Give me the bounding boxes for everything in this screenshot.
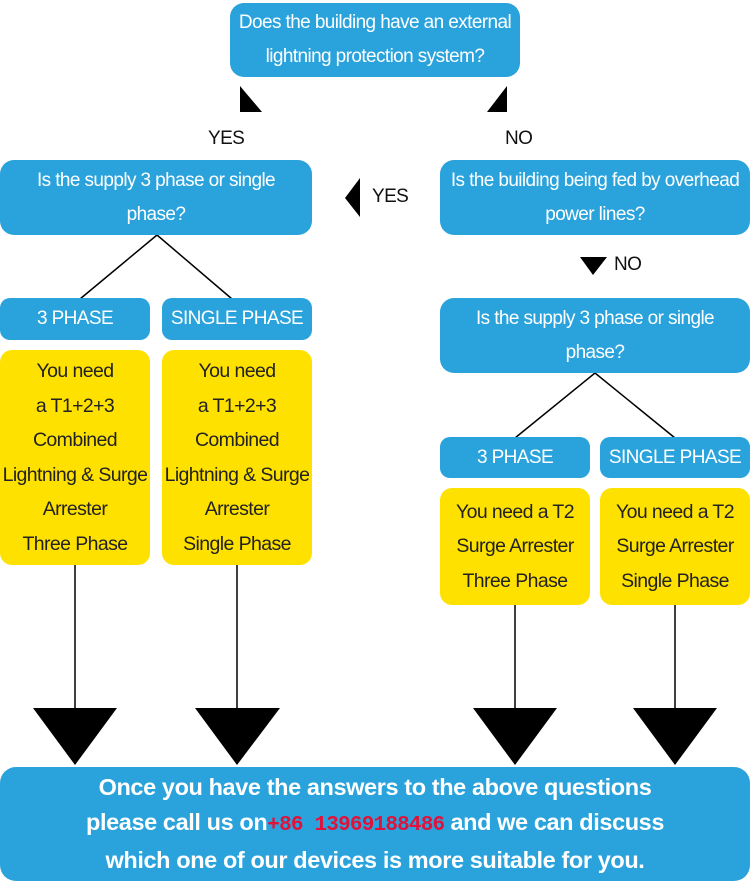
- arrow-no-icon: [487, 86, 507, 112]
- footer-line-1: Once you have the answers to the above q…: [98, 774, 652, 800]
- label-no-overhead: NO: [614, 254, 642, 275]
- option-3-phase-left: 3 PHASE: [0, 298, 150, 340]
- option-single-phase-right: SINGLE PHASE: [600, 437, 750, 478]
- arrow-left-icon: [345, 178, 360, 217]
- branch-line: [594, 372, 676, 439]
- branch-line: [79, 234, 158, 300]
- footer-line-2-pre: please call us on: [86, 809, 268, 835]
- footer-line-2-post: and we can discuss: [444, 809, 664, 835]
- branch-line: [156, 234, 233, 300]
- question-supply-phase-left: Is the supply 3 phase or single phase?: [0, 160, 312, 235]
- label-no: NO: [505, 128, 533, 149]
- question-overhead-power-lines: Is the building being fed by overhead po…: [440, 160, 750, 235]
- big-arrow-down-icon: [473, 708, 557, 765]
- arrow-down-icon: [580, 257, 607, 275]
- option-single-phase-left: SINGLE PHASE: [162, 298, 312, 340]
- option-3-phase-right: 3 PHASE: [440, 437, 590, 478]
- label-yes-overhead: YES: [372, 186, 409, 207]
- answer-t2-single-phase: You need a T2 Surge Arrester Single Phas…: [600, 488, 750, 605]
- footer-call-to-action: Once you have the answers to the above q…: [0, 767, 750, 881]
- big-arrow-down-icon: [195, 708, 280, 765]
- footer-line-2: please call us on+86 13969188486 and we …: [86, 805, 664, 843]
- branch-line: [514, 372, 596, 439]
- phone-number[interactable]: +86 13969188486: [267, 814, 445, 837]
- label-yes: YES: [208, 128, 245, 149]
- question-external-lightning-protection: Does the building have an external light…: [230, 3, 520, 77]
- footer-line-3: which one of our devices is more suitabl…: [105, 847, 645, 873]
- arrow-yes-icon: [240, 86, 262, 112]
- answer-t2-three-phase: You need a T2 Surge Arrester Three Phase: [440, 488, 590, 605]
- big-arrow-down-icon: [33, 708, 117, 765]
- answer-t123-single-phase: You need a T1+2+3 Combined Lightning & S…: [162, 350, 312, 565]
- question-supply-phase-right: Is the supply 3 phase or single phase?: [440, 298, 750, 373]
- big-arrow-down-icon: [633, 708, 717, 765]
- answer-t123-three-phase: You need a T1+2+3 Combined Lightning & S…: [0, 350, 150, 565]
